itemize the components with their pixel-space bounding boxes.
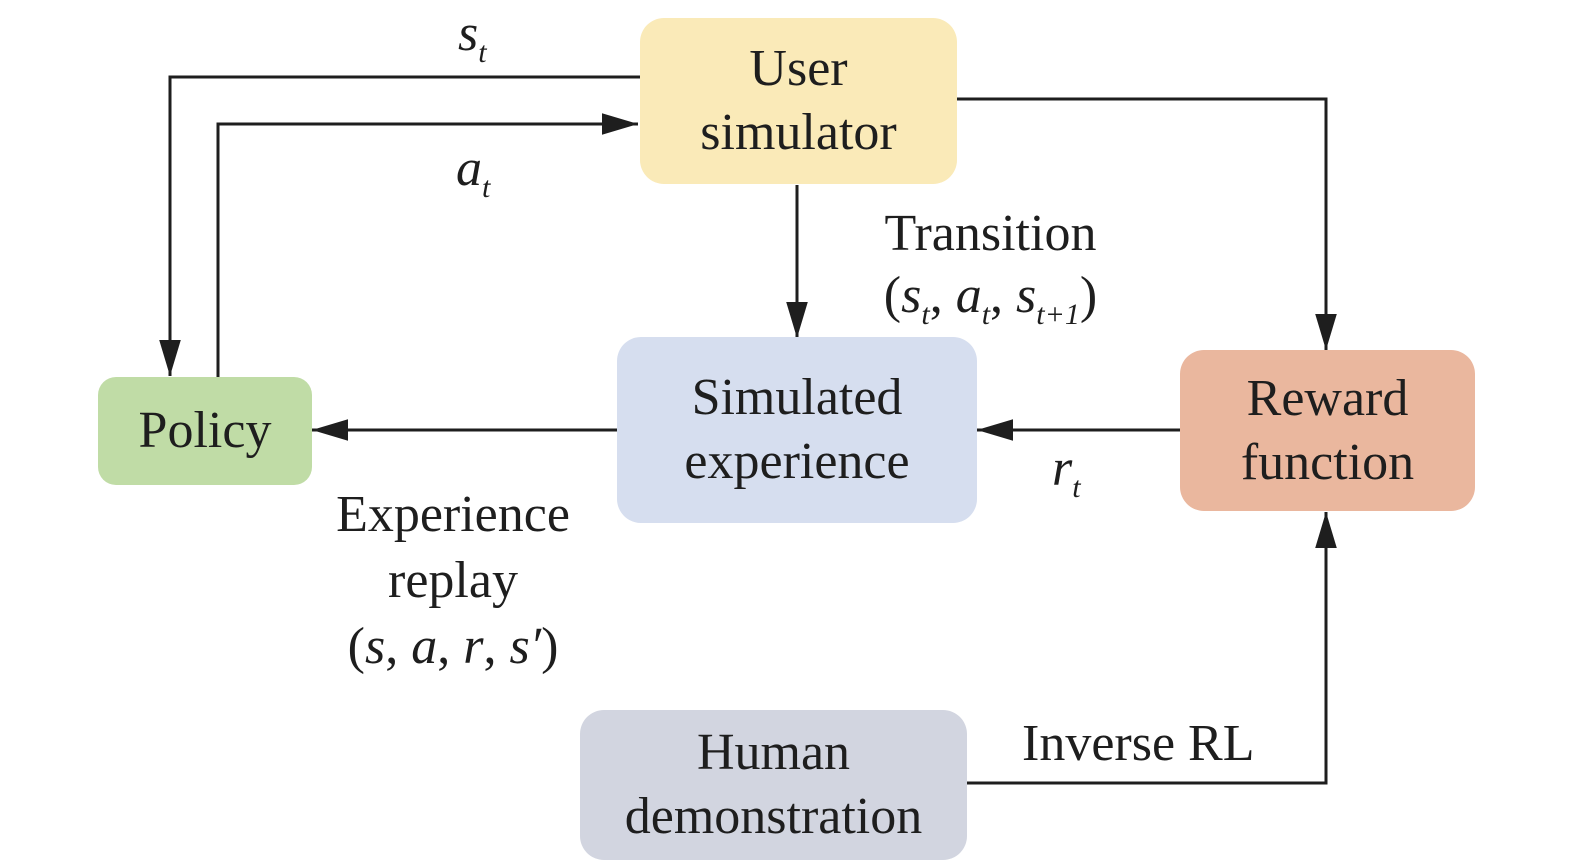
inverse-rl-label: Inverse RL — [1022, 715, 1255, 772]
arrow-inverse-rl-to-reward — [967, 512, 1337, 785]
state-label: st — [458, 3, 487, 68]
experience-replay-tuple-item: s — [364, 618, 386, 675]
experience-replay-tuple: (s, a, r, s′) — [347, 618, 559, 675]
policy-node: Policy — [98, 377, 312, 485]
experience-replay-tuple-item: s′ — [509, 618, 542, 675]
experience-replay-label: Experience replay (s, a, r, s′) — [318, 482, 588, 680]
action-label-base: a — [456, 140, 482, 197]
experience-replay-line-2: replay — [388, 552, 518, 609]
experience-replay-tuple-item: r — [463, 618, 484, 675]
reward-label: rt — [1052, 438, 1081, 503]
action-label-sub: t — [482, 171, 491, 204]
human-demonstration-node: Human demonstration — [580, 710, 967, 860]
arrow-user-simulator-to-reward — [957, 97, 1337, 350]
reward-function-node: Reward function — [1180, 350, 1475, 511]
reward-function-line-1: Reward — [1246, 369, 1409, 427]
user-simulator-line-1: User — [749, 40, 848, 97]
simulated-experience-node: Simulated experience — [617, 337, 977, 523]
simulated-experience-line-1: Simulated — [691, 369, 903, 426]
reward-label-sub: t — [1072, 471, 1081, 504]
transition-label: Transition (st, at, st+1) — [868, 203, 1113, 331]
human-demonstration-line-1: Human — [696, 724, 851, 781]
reward-label-base: r — [1052, 440, 1073, 497]
policy-line-1: Policy — [138, 402, 272, 459]
user-simulator-line-2: simulator — [700, 104, 897, 161]
human-demonstration-line-2: demonstration — [624, 788, 923, 845]
reward-function-line-2: function — [1240, 433, 1415, 491]
transition-tuple: (st, at, st+1) — [883, 267, 1098, 331]
transition-title: Transition — [884, 205, 1097, 262]
arrow-state-to-policy — [159, 75, 640, 376]
state-label-sub: t — [478, 36, 487, 69]
user-simulator-node: User simulator — [640, 18, 957, 184]
experience-replay-tuple-item: a — [411, 618, 438, 675]
state-label-base: s — [458, 5, 479, 62]
action-label: at — [456, 138, 490, 203]
arrow-action-to-user-simulator — [216, 113, 638, 380]
simulated-experience-line-2: experience — [684, 433, 910, 490]
experience-replay-line-1: Experience — [336, 486, 570, 543]
